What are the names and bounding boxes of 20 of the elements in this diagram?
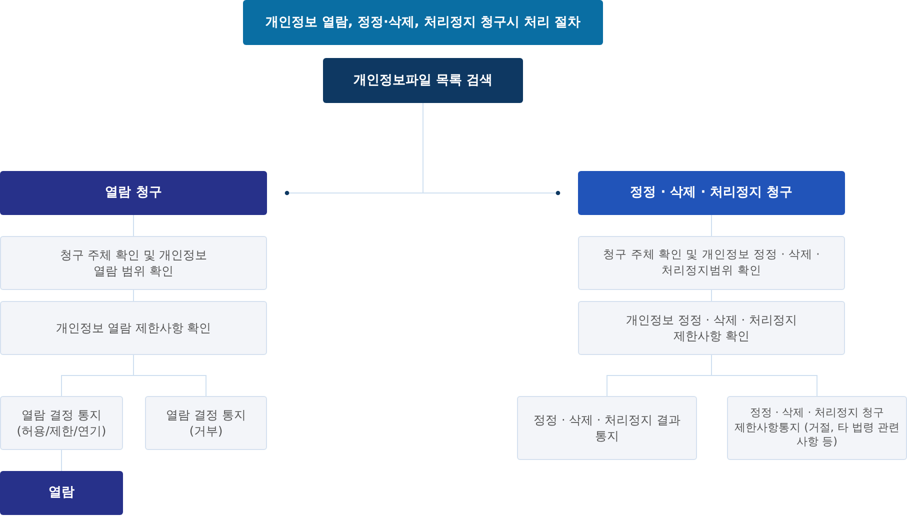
process-box: 열람 결정 통지 (거부) <box>145 396 267 450</box>
process-box: 개인정보 정정 · 삭제 · 처리정지 제한사항 확인 <box>578 301 845 355</box>
connector-line <box>133 290 134 302</box>
step-box: 열람 <box>0 471 123 515</box>
connector-line <box>711 290 712 302</box>
process-box: 개인정보 열람 제한사항 확인 <box>0 301 267 355</box>
connector-line <box>711 214 712 236</box>
process-box: 열람 결정 통지 (허용/제한/연기) <box>0 396 123 450</box>
step-box: 열람 청구 <box>0 171 267 215</box>
connector-line <box>133 214 134 236</box>
process-box: 청구 주체 확인 및 개인정보 정정 · 삭제 · 처리정지범위 확인 <box>578 236 845 290</box>
connector-line <box>422 102 560 196</box>
step-box: 정정 · 삭제 · 처리정지 청구 <box>578 171 845 215</box>
process-box: 청구 주체 확인 및 개인정보 열람 범위 확인 <box>0 236 267 290</box>
title-banner: 개인정보 열람, 정정·삭제, 처리정지 청구시 처리 절차 <box>243 0 603 45</box>
process-box: 정정 · 삭제 · 처리정지 청구 제한사항통지 (거절, 타 법령 관련 사항 등) <box>727 396 907 460</box>
step-box: 개인정보파일 목록 검색 <box>323 58 523 103</box>
connector-line <box>711 354 818 396</box>
process-box: 정정 · 삭제 · 처리정지 결과 통지 <box>517 396 697 460</box>
connector-line <box>61 450 62 472</box>
